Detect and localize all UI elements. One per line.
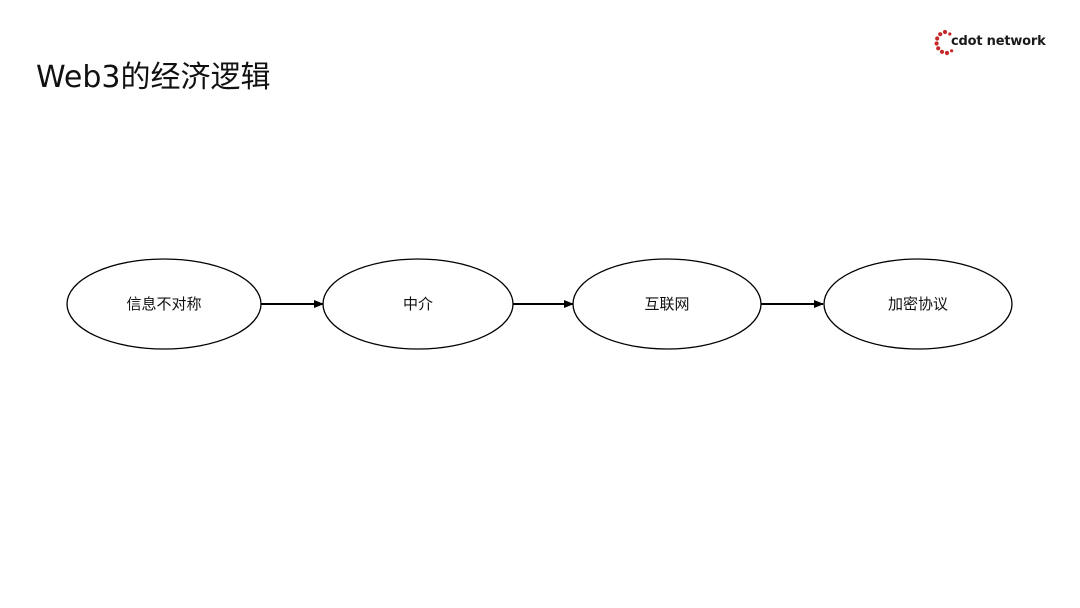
node-intermediary: 中介	[322, 258, 514, 350]
node-crypto-protocol: 加密协议	[823, 258, 1013, 350]
logo-dots	[934, 29, 954, 56]
cdot-network-logo: cdot network	[934, 28, 1046, 58]
node-label: 中介	[403, 295, 433, 313]
node-info-asymmetry: 信息不对称	[66, 258, 262, 350]
node-label: 加密协议	[888, 295, 948, 313]
node-label: 信息不对称	[126, 295, 201, 313]
dotted-ring-icon	[934, 29, 954, 56]
logo-text: cdot network	[951, 34, 1046, 49]
node-internet: 互联网	[572, 258, 762, 350]
node-ellipse	[823, 258, 1013, 350]
node-label: 互联网	[644, 295, 689, 313]
slide-title: Web3的经济逻辑	[36, 60, 271, 95]
